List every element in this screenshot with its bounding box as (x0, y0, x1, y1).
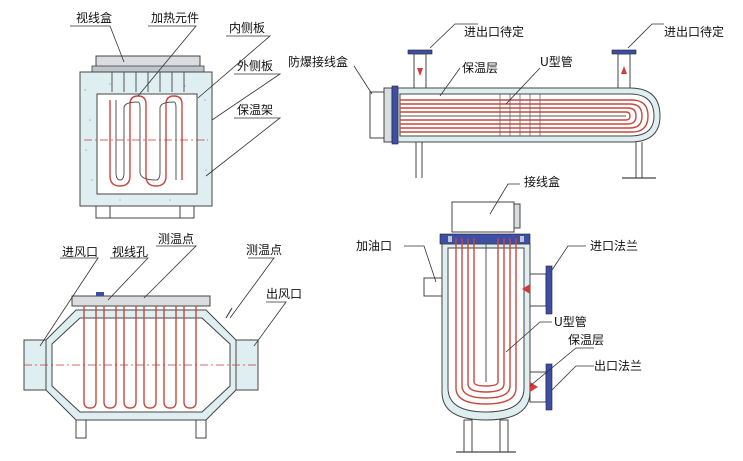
box-heater-insulation-texture (84, 81, 207, 201)
label-vertical-insulation: 保温层 (568, 333, 604, 347)
vertical-tank-u-tubes (455, 238, 517, 405)
box-heater-diagram: 视线盒 加热元件 内侧板 外侧板 保温架 (70, 10, 282, 219)
label-sight-hole: 视线孔 (112, 244, 148, 259)
label-temp-point-1: 测温点 (158, 232, 194, 246)
box-heater-inner-plate (96, 93, 198, 195)
horizontal-tank-u-tubes (400, 99, 649, 133)
label-inner-plate: 内侧板 (229, 21, 265, 35)
label-inlet-outlet-right: 进出口待定 (664, 24, 724, 39)
label-air-inlet: 进风口 (62, 245, 98, 259)
label-sight-box: 视线盒 (76, 10, 112, 25)
label-oil-fill-port: 加油口 (356, 239, 392, 253)
air-duct-heater-diagram: 进风口 视线孔 测温点 测温点 出风口 (23, 232, 302, 439)
label-insulation-frame: 保温架 (237, 103, 273, 117)
label-outer-plate: 外侧板 (237, 59, 273, 73)
label-vertical-u-tube: U型管 (554, 314, 587, 329)
label-inlet-flange: 进口法兰 (590, 239, 638, 253)
explosion-proof-junction-box (369, 91, 385, 139)
vertical-junction-box (451, 201, 515, 233)
label-junction-box: 接线盒 (524, 174, 560, 189)
air-duct-heating-elements (83, 306, 197, 409)
label-outlet-flange: 出口法兰 (594, 359, 642, 373)
label-horizontal-u-tube: U型管 (540, 54, 573, 69)
vertical-tank-diagram: 接线盒 加油口 进口法兰 U型管 保温层 出口法兰 (356, 174, 642, 453)
horizontal-tank-diagram: 进出口待定 进出口待定 防爆接线盒 保温层 U型管 (288, 23, 724, 179)
label-inlet-outlet-left: 进出口待定 (464, 24, 524, 39)
label-air-outlet: 出风口 (266, 287, 302, 301)
label-horizontal-insulation: 保温层 (462, 61, 498, 75)
label-temp-point-2: 测温点 (246, 243, 282, 257)
label-explosion-proof-box: 防爆接线盒 (288, 54, 348, 69)
label-heating-element: 加热元件 (151, 11, 199, 25)
